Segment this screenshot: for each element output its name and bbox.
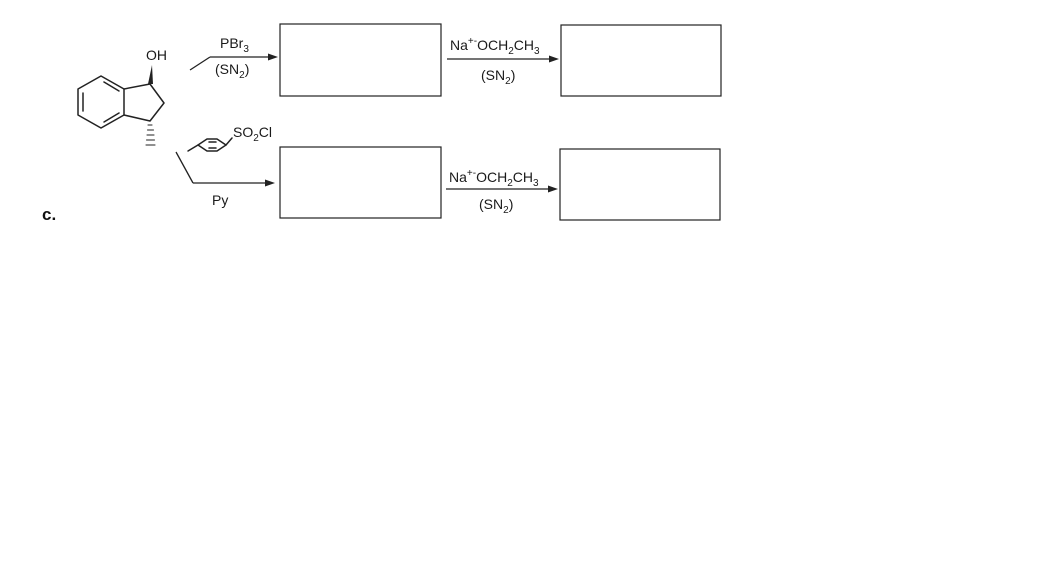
aromatic-double-bond [103, 112, 120, 123]
bottom-step2: Na+-OCH2CH3 (SN2) [446, 168, 558, 216]
question-part-label: c. [42, 205, 57, 224]
arrow-head [265, 179, 275, 187]
reagent-sodium-ethoxide: Na+-OCH2CH3 [449, 168, 539, 189]
solvent-pyridine: Py [212, 192, 228, 208]
methyl-bond [187, 144, 199, 152]
wedge-bond [148, 65, 153, 84]
top-step2: Na+-OCH2CH3 (SN2) [447, 36, 559, 87]
aromatic-double-bond [103, 81, 120, 92]
condition-sn2: (SN2) [215, 61, 249, 81]
tosyl-chloride-structure [187, 137, 233, 152]
branch-line [175, 151, 194, 184]
arrow-head [548, 185, 558, 193]
sulfonyl-bond [225, 137, 233, 146]
arrow-head [268, 53, 278, 61]
cyclopentane-ring [123, 83, 165, 122]
answer-box-top-1[interactable] [279, 23, 442, 97]
arrow-head [549, 55, 559, 63]
condition-sn2: (SN2) [481, 67, 515, 87]
hashed-bond [145, 124, 156, 146]
benzene-ring [77, 75, 125, 129]
reagent-pbr3: PBr3 [220, 35, 249, 55]
answer-box-top-2[interactable] [560, 24, 722, 97]
answer-box-bottom-1[interactable] [279, 146, 442, 219]
top-step1: PBr3 (SN2) [189, 35, 278, 81]
condition-sn2: (SN2) [479, 196, 513, 216]
reagent-sulfonyl-chloride: SO2Cl [233, 124, 272, 144]
tolyl-ring [197, 138, 227, 152]
reactant-structure: OH [77, 47, 167, 146]
reagent-sodium-ethoxide: Na+-OCH2CH3 [450, 36, 540, 57]
answer-box-bottom-2[interactable] [559, 148, 721, 221]
bottom-step1: SO2Cl Py [175, 124, 275, 208]
hydroxyl-label: OH [146, 47, 167, 63]
branch-line [189, 56, 211, 71]
